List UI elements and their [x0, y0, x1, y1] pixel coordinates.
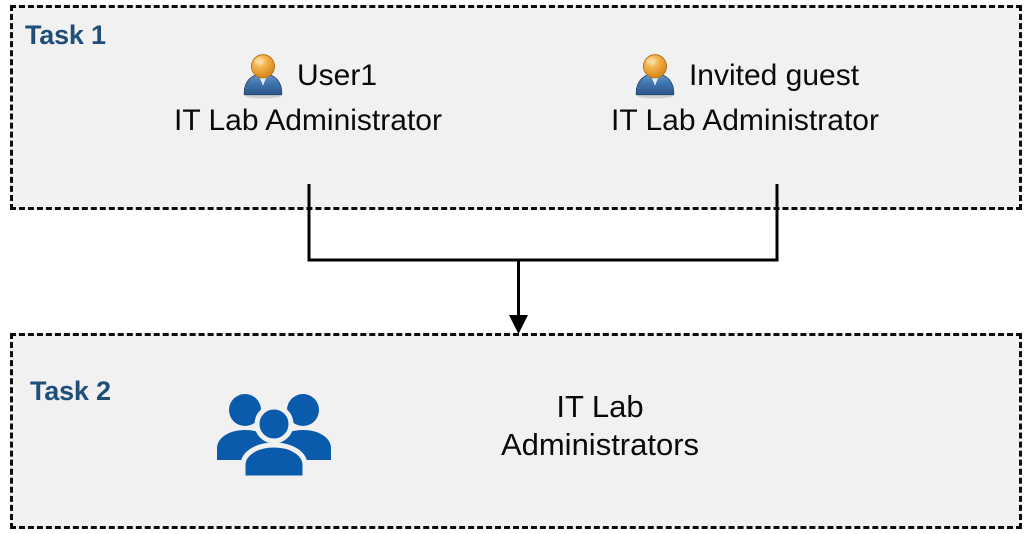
- person-role: IT Lab Administrator: [174, 104, 442, 137]
- task-1-container: [10, 5, 1022, 210]
- person-entry-user1: User1 IT Lab Administrator: [130, 50, 486, 136]
- user-icon: [243, 54, 283, 99]
- task-1-label: Task 1: [25, 20, 106, 50]
- group-name-label: IT Lab Administrators: [405, 388, 795, 464]
- user-icon: [635, 54, 675, 99]
- group-name-line-2: Administrators: [500, 426, 700, 462]
- person-entry-invited-guest: Invited guest IT Lab Administrator: [545, 50, 945, 136]
- group-of-people-icon-svg: [217, 394, 331, 480]
- person-role: IT Lab Administrator: [611, 104, 879, 137]
- group-of-people-icon: [212, 388, 336, 480]
- person-toprow: User1: [130, 50, 486, 102]
- connector-arrowhead: [509, 315, 528, 334]
- task-2-label: Task 2: [30, 376, 111, 406]
- person-name: Invited guest: [688, 59, 860, 92]
- task-2-container: [10, 333, 1022, 529]
- group-name-line-1: IT Lab: [556, 389, 644, 424]
- person-name: User1: [296, 59, 378, 92]
- person-toprow: Invited guest: [545, 50, 945, 102]
